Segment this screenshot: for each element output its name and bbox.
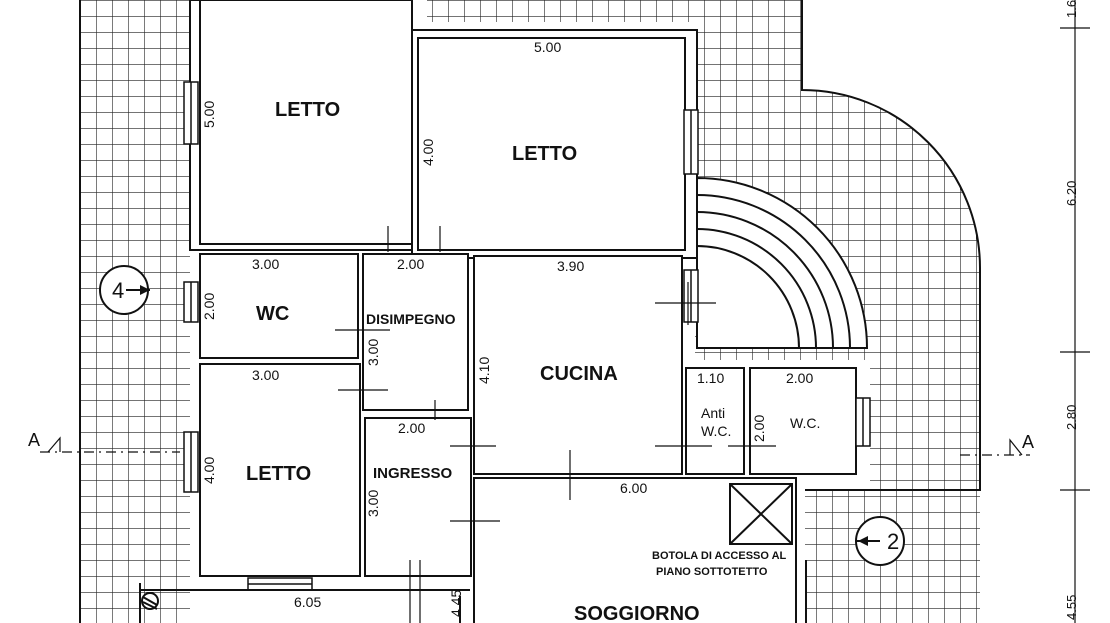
room-letto-top-left: LETTO [275,99,340,121]
room-anti-wc-1: Anti [701,405,725,421]
dim-400-v-top: 4.00 [420,139,436,166]
terrace-tiles [79,0,981,623]
bottom-wall [139,560,807,623]
note-botola-1: BOTOLA DI ACCESSO AL [652,550,787,562]
room-letto-bottom: LETTO [246,463,311,485]
view-marker-2-label: 2 [887,529,899,554]
dim-500-v: 5.00 [201,101,217,128]
dim-200-dis: 2.00 [397,256,424,272]
dim-200-ing: 2.00 [398,420,425,436]
section-marker-left: A [28,430,40,450]
view-marker-4: 4 [99,265,150,315]
botola-hatch [729,483,793,545]
dim-390: 3.90 [557,258,584,274]
dim-410: 4.10 [476,357,492,384]
dim-200-wc-v: 2.00 [201,293,217,320]
side-dim-455: 4.55 [1064,595,1079,620]
dim-300-wc: 3.00 [252,256,279,272]
side-dimension-line [1060,0,1090,623]
room-anti-wc-2: W.C. [701,423,731,439]
section-marker-right: A [1022,432,1034,452]
section-lines [40,436,1030,456]
note-botola-2: PIANO SOTTOTETTO [656,566,768,578]
room-cucina: CUCINA [540,363,618,385]
room-wc-right: W.C. [790,415,820,431]
room-soggiorno: SOGGIORNO [574,603,700,623]
dim-400-letto-v: 4.00 [201,457,217,484]
side-dim-280: 2.80 [1064,405,1079,430]
dim-300-dis-v: 3.00 [365,339,381,366]
dim-600: 6.00 [620,480,647,496]
dim-110: 1.10 [697,370,724,386]
cross-marks [335,226,776,623]
room-disimpegno: DISIMPEGNO [366,311,456,327]
side-dim-620: 6.20 [1064,181,1079,206]
room-wc: WC [256,303,289,325]
room-ingresso: INGRESSO [373,465,453,482]
view-marker-2: 2 [855,516,905,566]
view-marker-4-label: 4 [112,278,124,303]
stair [696,176,869,349]
dim-500-h: 5.00 [534,39,561,55]
dim-300-ing-v: 3.00 [365,490,381,517]
dim-200-wcr: 2.00 [786,370,813,386]
dim-605: 6.05 [294,594,321,610]
room-letto-top-mid: LETTO [512,143,577,165]
side-dim-top: 1.6 [1064,0,1079,18]
dim-200-anti-v: 2.00 [751,415,767,442]
dim-300-letto: 3.00 [252,367,279,383]
windows [183,81,871,591]
dim-445: 4.45 [448,590,464,617]
